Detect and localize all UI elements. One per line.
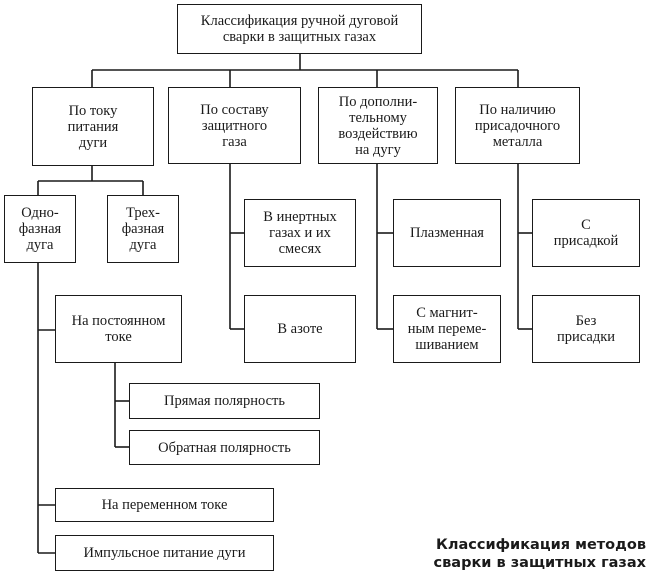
root-node: Классификация ручной дуговой сварки в за… — [177, 4, 422, 54]
node-direct-current: На постоянном токе — [55, 295, 182, 363]
node-straight-polarity: Прямая полярность — [129, 383, 320, 419]
node-magnetic-stirring: С магнит- ным переме- шиванием — [393, 295, 501, 363]
category-by-extra-effect: По дополни- тельному воздействию на дугу — [318, 87, 438, 164]
node-pulse-power: Импульсное питание дуги — [55, 535, 274, 571]
node-plasma: Плазменная — [393, 199, 501, 267]
node-inert-gases: В инертных газах и их смесях — [244, 199, 356, 267]
node-with-filler: С присадкой — [532, 199, 640, 267]
category-by-current: По току питания дуги — [32, 87, 154, 166]
node-nitrogen: В азоте — [244, 295, 356, 363]
category-by-filler: По наличию присадочного металла — [455, 87, 580, 164]
node-single-phase: Одно- фазная дуга — [4, 195, 76, 263]
node-reverse-polarity: Обратная полярность — [129, 430, 320, 465]
category-by-gas: По составу защитного газа — [168, 87, 301, 164]
node-alternating-current: На переменном токе — [55, 488, 274, 522]
node-without-filler: Без присадки — [532, 295, 640, 363]
node-three-phase: Трех- фазная дуга — [107, 195, 179, 263]
figure-caption: Классификация методов сварки в защитных … — [433, 537, 646, 571]
